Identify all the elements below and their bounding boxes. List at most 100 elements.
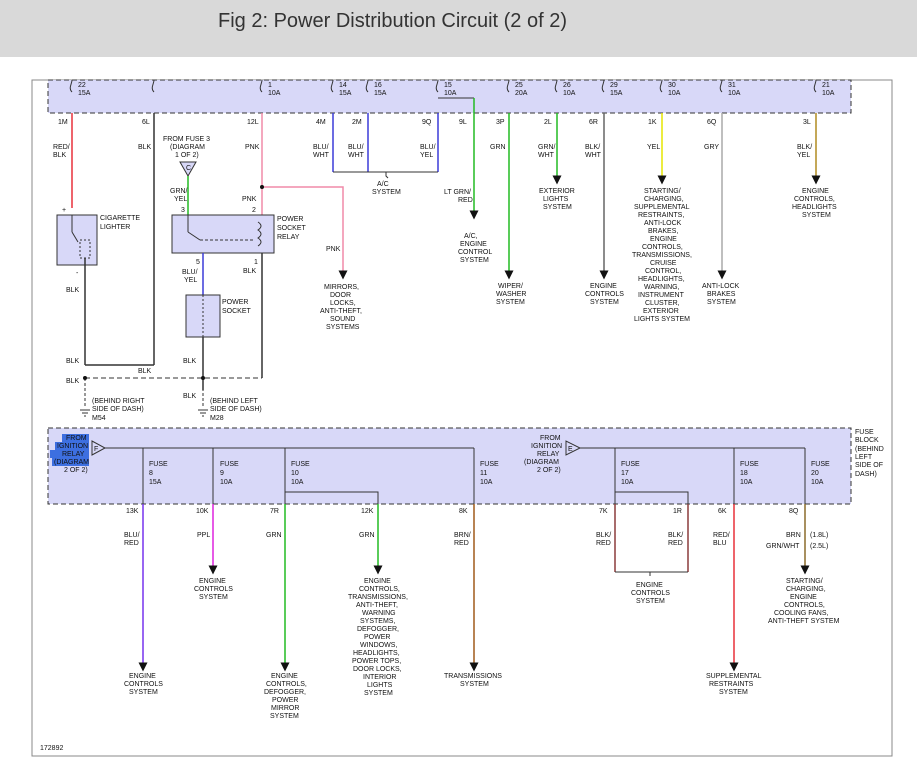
svg-text:3: 3 [181, 207, 185, 214]
svg-text:WIPER/: WIPER/ [498, 283, 523, 290]
svg-text:CONTROLS,: CONTROLS, [794, 196, 835, 203]
svg-text:HEADLIGHTS,: HEADLIGHTS, [353, 650, 400, 657]
svg-text:SYSTEM: SYSTEM [719, 689, 748, 696]
power-socket: POWER SOCKET [185, 294, 252, 390]
svg-text:BLK: BLK [138, 144, 152, 151]
svg-text:BLK: BLK [53, 152, 67, 159]
top-wire-labels: RED/BLK BLK PNK BLU/WHT BLU/WHT BLU/YEL … [53, 144, 812, 159]
svg-text:CONTROLS,: CONTROLS, [359, 586, 400, 593]
svg-text:LIGHTS SYSTEM: LIGHTS SYSTEM [634, 316, 690, 323]
svg-text:12K: 12K [361, 508, 374, 515]
svg-text:6K: 6K [718, 508, 727, 515]
svg-text:10A: 10A [480, 479, 493, 486]
svg-text:CONTROLS: CONTROLS [194, 586, 233, 593]
svg-text:SIDE OF DASH): SIDE OF DASH) [92, 406, 144, 413]
svg-text:(BEHIND: (BEHIND [855, 446, 884, 453]
svg-text:YEL: YEL [184, 277, 197, 284]
svg-text:1M: 1M [58, 119, 68, 126]
svg-text:CONTROLS: CONTROLS [585, 291, 624, 298]
svg-text:EXTERIOR: EXTERIOR [539, 188, 575, 195]
svg-text:3P: 3P [496, 119, 505, 126]
svg-text:RED/: RED/ [53, 144, 70, 151]
svg-text:9Q: 9Q [422, 119, 432, 126]
svg-text:COOLING FANS,: COOLING FANS, [774, 610, 829, 617]
svg-text:ANTI-LOCK: ANTI-LOCK [644, 220, 682, 227]
svg-text:10A: 10A [740, 479, 753, 486]
svg-text:DOOR: DOOR [330, 292, 351, 299]
svg-text:BLK: BLK [243, 268, 257, 275]
svg-text:ANTI-THEFT,: ANTI-THEFT, [320, 308, 362, 315]
svg-text:ENGINE: ENGINE [802, 188, 829, 195]
svg-text:FUSE: FUSE [149, 461, 168, 468]
svg-text:SYSTEM: SYSTEM [129, 689, 158, 696]
ec5-destination: ENGINE CONTROLS SYSTEM [631, 582, 670, 605]
svg-text:GRN: GRN [266, 532, 282, 539]
svg-text:10A: 10A [268, 90, 281, 97]
svg-text:RED: RED [596, 540, 611, 547]
figure-id: 172892 [40, 745, 63, 752]
svg-text:14: 14 [339, 82, 347, 89]
svg-text:SYSTEM: SYSTEM [372, 189, 401, 196]
svg-text:ANTI-THEFT,: ANTI-THEFT, [356, 602, 398, 609]
svg-text:RED: RED [668, 540, 683, 547]
svg-text:BLU/: BLU/ [182, 269, 198, 276]
svg-text:YEL: YEL [647, 144, 660, 151]
svg-text:10A: 10A [291, 479, 304, 486]
svg-text:13K: 13K [126, 508, 139, 515]
svg-text:WHT: WHT [348, 152, 365, 159]
svg-text:8K: 8K [459, 508, 468, 515]
svg-text:SYSTEM: SYSTEM [802, 212, 831, 219]
svg-text:INSTRUMENT: INSTRUMENT [638, 292, 685, 299]
svg-text:SYSTEM: SYSTEM [543, 204, 572, 211]
svg-text:LEFT: LEFT [855, 454, 873, 461]
svg-text:ENGINE: ENGINE [590, 283, 617, 290]
svg-text:LT GRN/: LT GRN/ [444, 189, 471, 196]
svg-text:SUPPLEMENTAL: SUPPLEMENTAL [634, 204, 690, 211]
svg-text:21: 21 [822, 82, 830, 89]
svg-text:A/C,: A/C, [464, 233, 478, 240]
power-socket-relay: POWER SOCKET RELAY GRN/ YEL PNK 3 2 5 1 … [62, 188, 341, 378]
svg-text:MIRROR: MIRROR [271, 705, 299, 712]
svg-text:PNK: PNK [245, 144, 260, 151]
ignition-relay-ref-left: FROM IGNITION RELAY (DIAGRAM 2 OF 2) F [50, 434, 107, 474]
svg-text:C: C [186, 165, 191, 172]
svg-text:TRANSMISSIONS,: TRANSMISSIONS, [348, 594, 408, 601]
svg-text:DEFOGGER,: DEFOGGER, [264, 689, 306, 696]
svg-text:1: 1 [254, 259, 258, 266]
svg-text:10A: 10A [811, 479, 824, 486]
svg-text:ANTI-THEFT SYSTEM: ANTI-THEFT SYSTEM [768, 618, 840, 625]
svg-text:1: 1 [268, 82, 272, 89]
svg-text:BLK/: BLK/ [668, 532, 683, 539]
svg-text:GRN: GRN [359, 532, 375, 539]
svg-text:BRN: BRN [786, 532, 801, 539]
svg-text:POWER: POWER [272, 697, 298, 704]
fuse-block-label: FUSE BLOCK (BEHIND LEFT SIDE OF DASH) [855, 429, 884, 478]
svg-text:BLK: BLK [66, 358, 80, 365]
svg-text:6R: 6R [589, 119, 598, 126]
svg-text:6L: 6L [142, 119, 150, 126]
svg-text:SUPPLEMENTAL: SUPPLEMENTAL [706, 673, 762, 680]
svg-text:SYSTEM: SYSTEM [364, 690, 393, 697]
svg-text:WARNING: WARNING [362, 610, 396, 617]
svg-text:DEFOGGER,: DEFOGGER, [357, 626, 399, 633]
headlights-destination: ENGINE CONTROLS, HEADLIGHTS SYSTEM [792, 188, 837, 219]
svg-text:CONTROL: CONTROL [458, 249, 492, 256]
svg-text:RESTRAINTS,: RESTRAINTS, [638, 212, 684, 219]
antilock-destination: ANTI-LOCK BRAKES SYSTEM [702, 283, 740, 306]
svg-text:BLK: BLK [138, 368, 152, 375]
svg-text:POWER: POWER [364, 634, 390, 641]
svg-text:BLU: BLU [713, 540, 727, 547]
svg-text:SYSTEM: SYSTEM [270, 713, 299, 720]
svg-text:RELAY: RELAY [537, 451, 560, 458]
svg-text:BLK: BLK [183, 393, 197, 400]
svg-text:YEL: YEL [797, 152, 810, 159]
ignition-relay-ref-right: FROM IGNITION RELAY (DIAGRAM 2 OF 2) E [524, 435, 582, 474]
fuse3-reference: FROM FUSE 3 (DIAGRAM 1 OF 2) C [163, 136, 210, 215]
svg-text:GRY: GRY [704, 144, 719, 151]
svg-text:ENGINE: ENGINE [650, 236, 677, 243]
svg-text:RED: RED [458, 197, 473, 204]
svg-text:10K: 10K [196, 508, 209, 515]
bottom-wire-labels: BLU/RED PPL GRN GRN BRN/RED BLK/RED BLK/… [124, 532, 828, 550]
bottom-pin-labels: 13K 10K 7R 12K 8K 7K 1R 6K 8Q [126, 508, 799, 515]
